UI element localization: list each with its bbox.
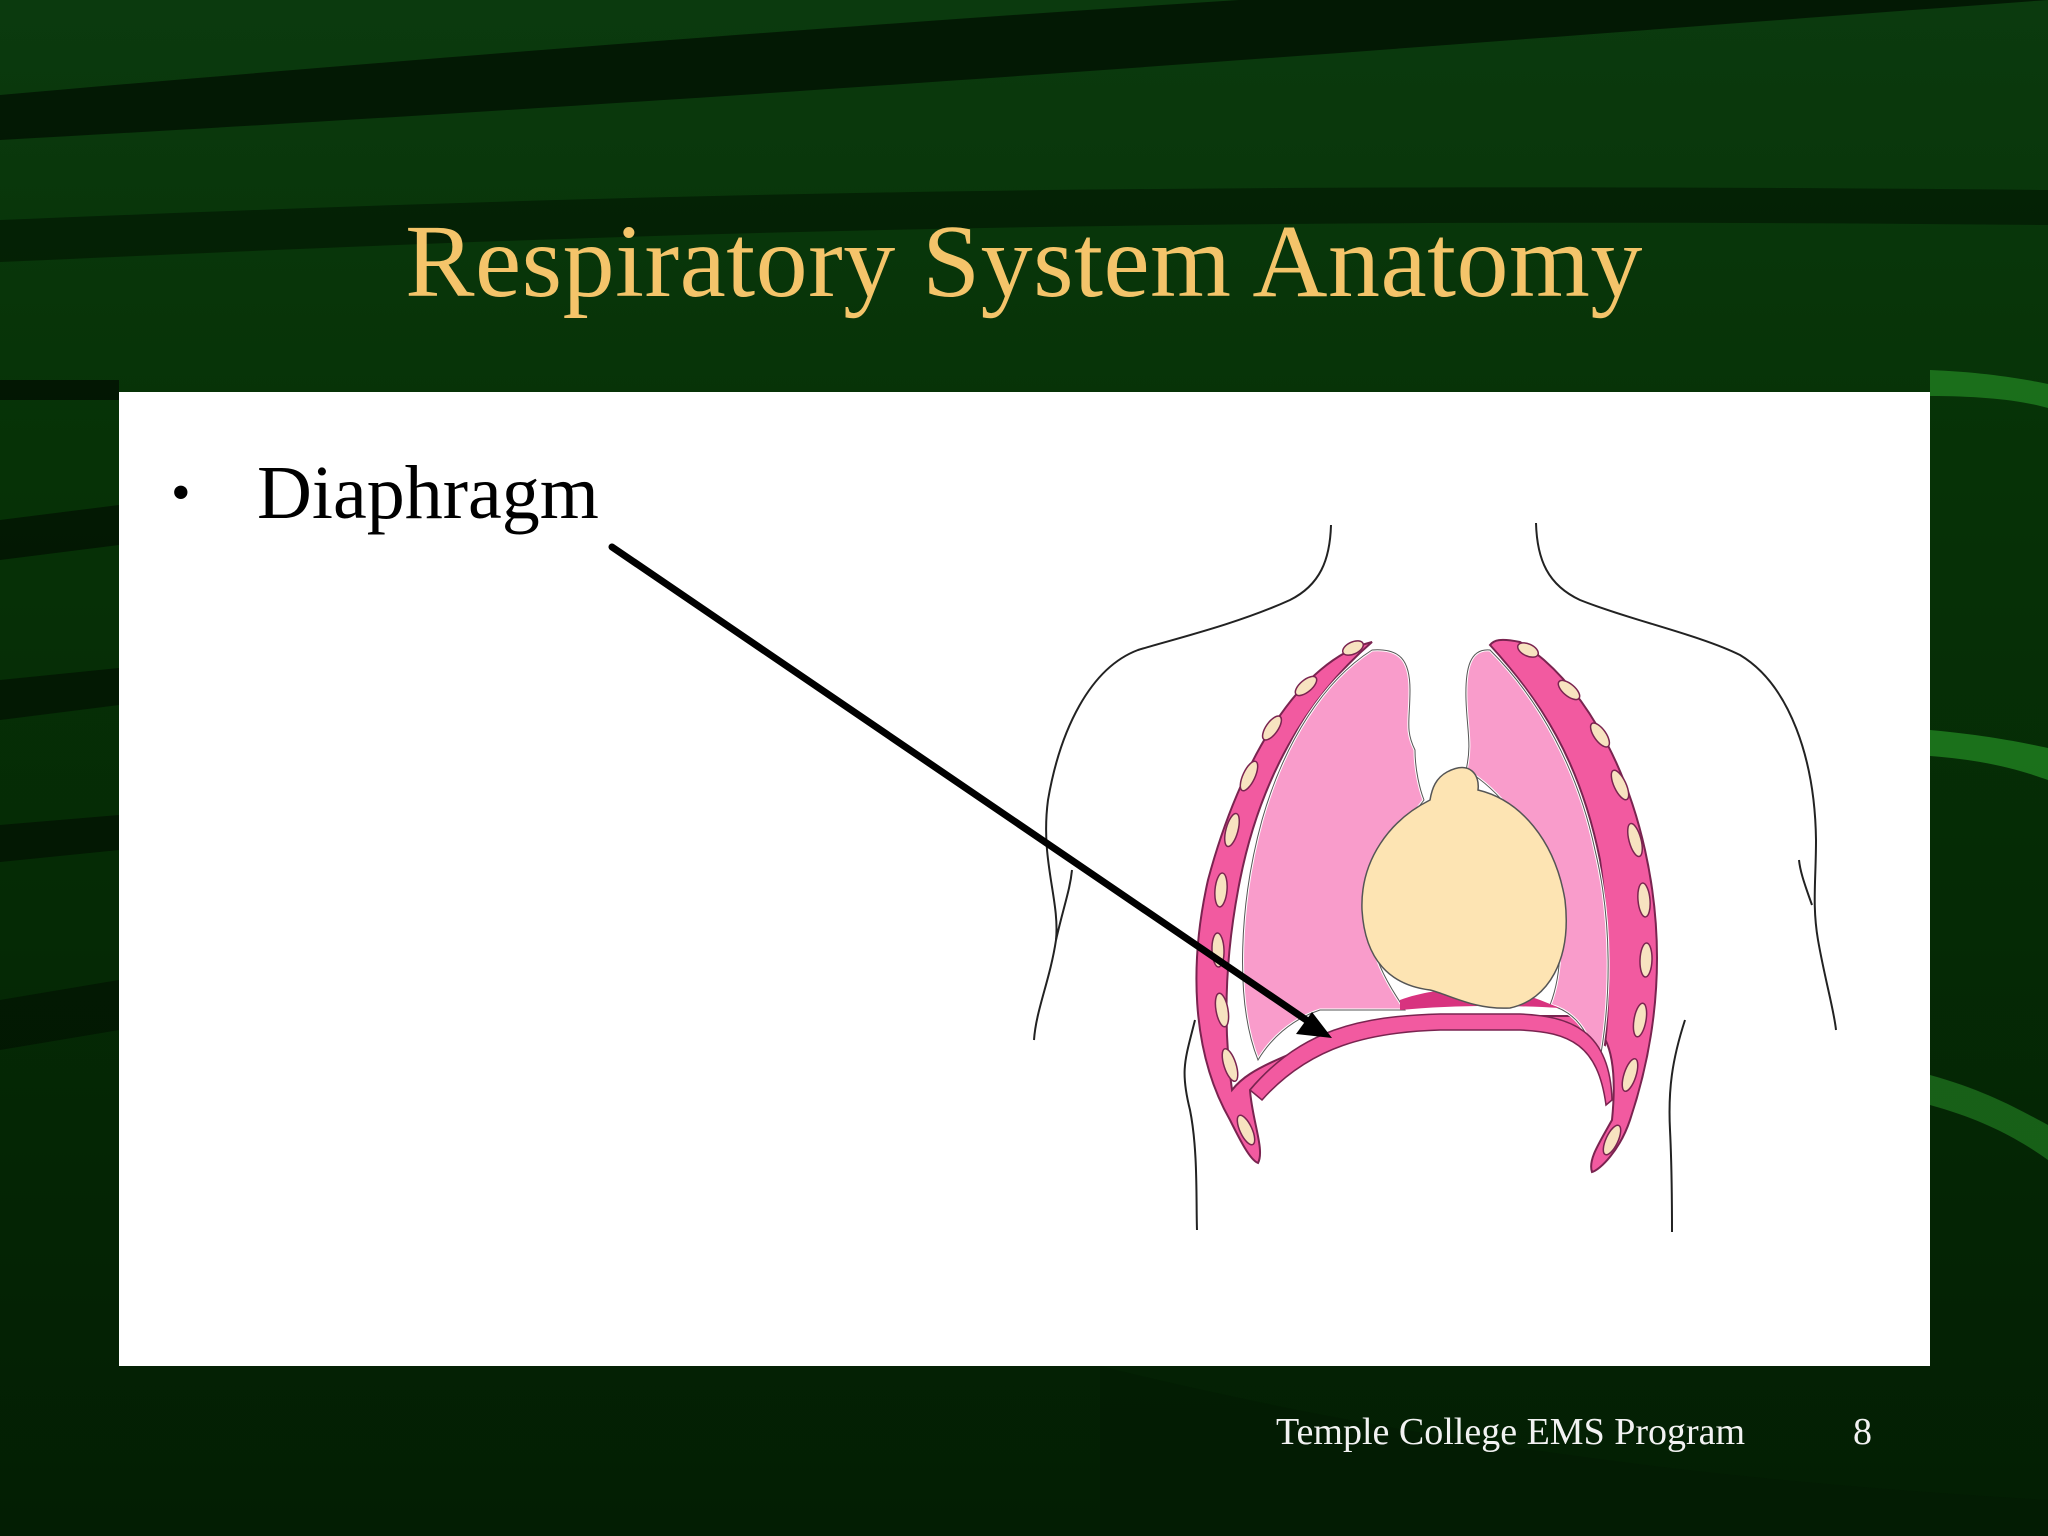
footer-text: Temple College EMS Program [1276, 1411, 1746, 1453]
bullet-text: Diaphragm [257, 451, 599, 535]
slide-title: Respiratory System Anatomy [405, 204, 1643, 319]
content-panel [119, 392, 1930, 1366]
bullet-item: • Diaphragm [171, 455, 599, 531]
page-number: 8 [1853, 1411, 1872, 1453]
bullet-marker: • [171, 462, 191, 524]
